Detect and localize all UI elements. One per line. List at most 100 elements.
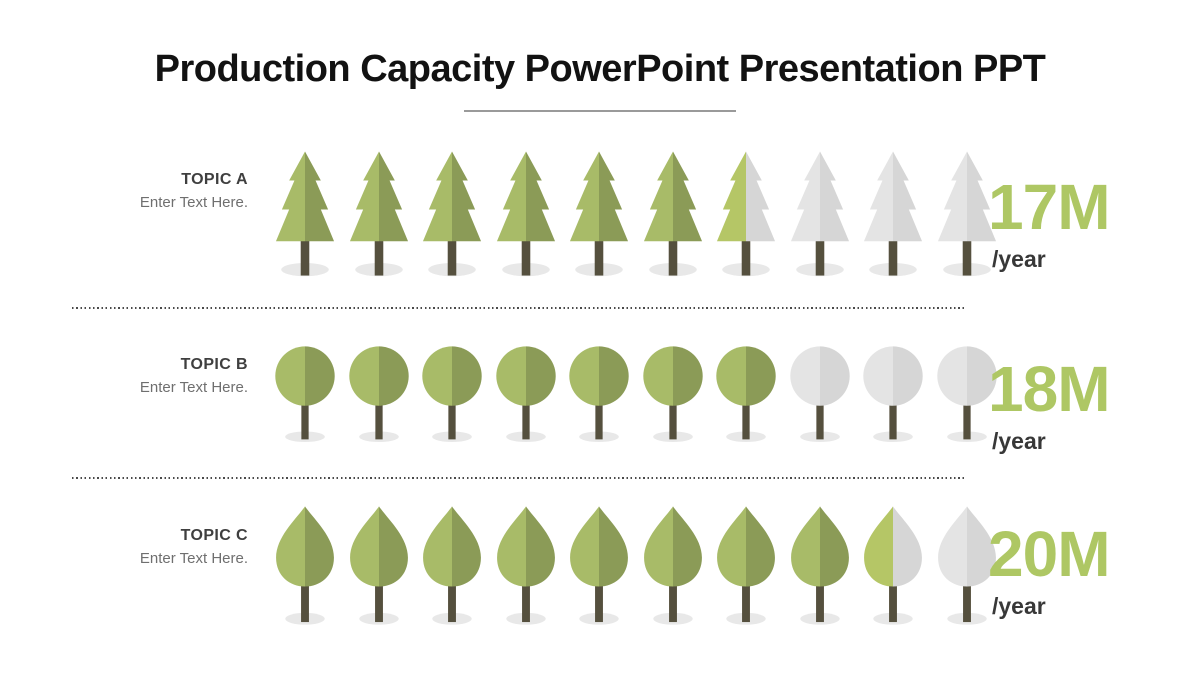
tree-trunk (669, 401, 677, 440)
canopy-left (496, 151, 526, 242)
canopy-left (422, 346, 453, 406)
canopy-right (893, 346, 924, 406)
canopy-left (717, 151, 747, 242)
round-tree-icon (790, 346, 850, 443)
leaf-tree-icon (937, 506, 996, 625)
canopy-left (937, 506, 967, 587)
canopy-right (305, 506, 334, 587)
pine-tree-icon (570, 151, 629, 277)
round-tree-icon (348, 346, 409, 443)
canopy-right (746, 151, 776, 242)
canopy-left (569, 346, 600, 406)
row-label-block: TOPIC B Enter Text Here. (0, 356, 248, 396)
canopy-left (717, 506, 747, 587)
tree-trunk (447, 234, 457, 276)
tree-trunk (962, 234, 972, 276)
canopy-left (496, 506, 526, 587)
canopy-left (864, 506, 894, 587)
round-tree-icon (495, 346, 556, 443)
tree-trunk (301, 401, 309, 440)
pictogram-round-trees (272, 345, 1000, 444)
canopy-right (452, 151, 482, 242)
round-tree-icon (643, 346, 703, 443)
value-unit: /year (992, 593, 1046, 619)
tree-trunk (374, 234, 383, 276)
round-tree-icon (863, 346, 924, 443)
canopy-right (525, 151, 555, 242)
pine-tree-icon (937, 151, 996, 277)
pine-tree-icon (349, 151, 408, 277)
tree-trunk (962, 582, 971, 623)
leaf-tree-icon (276, 506, 334, 625)
pine-tree-icon (790, 151, 849, 277)
topic-row-c: TOPIC C Enter Text Here. 20M /year (0, 478, 1200, 675)
pine-tree-icon (717, 151, 776, 277)
pine-tree-icon (423, 151, 482, 277)
tree-trunk (300, 234, 310, 276)
topic-label: TOPIC A (181, 171, 248, 188)
canopy-right (819, 151, 849, 242)
pictogram-leaf-trees (272, 505, 1000, 626)
canopy-right (746, 506, 776, 587)
canopy-right (966, 346, 997, 406)
canopy-right (378, 346, 409, 406)
canopy-left (790, 346, 820, 406)
canopy-right (305, 346, 335, 406)
canopy-right (599, 151, 629, 242)
topic-subtitle: Enter Text Here. (139, 379, 248, 396)
tree-trunk (742, 401, 750, 440)
canopy-left (790, 506, 820, 587)
tree-trunk (668, 234, 678, 276)
tree-trunk (374, 401, 383, 440)
canopy-right (819, 346, 850, 406)
leaf-tree-icon (864, 506, 923, 625)
tree-trunk (448, 582, 457, 623)
canopy-right (893, 506, 923, 587)
tree-trunk (668, 582, 677, 623)
canopy-left (348, 346, 379, 406)
canopy-right (672, 151, 702, 242)
canopy-right (525, 346, 556, 406)
canopy-right (893, 151, 923, 242)
canopy-left (863, 346, 894, 406)
canopy-left (276, 506, 305, 587)
leaf-tree-icon (423, 506, 482, 625)
canopy-left (937, 151, 967, 242)
row-label-block: TOPIC A Enter Text Here. (0, 171, 248, 211)
topic-row-a: TOPIC A Enter Text Here. 17M /year (0, 130, 1200, 308)
canopy-right (525, 506, 555, 587)
canopy-left (275, 346, 305, 406)
row-value-block: 18M /year (988, 357, 1110, 453)
row-value-block: 20M /year (988, 522, 1110, 618)
leaf-tree-icon (790, 506, 849, 625)
tree-trunk (522, 401, 530, 440)
round-tree-icon (569, 346, 629, 443)
tree-trunk (595, 401, 603, 440)
canopy-left (423, 506, 453, 587)
canopy-right (966, 151, 996, 242)
title-underline (464, 109, 736, 112)
topic-subtitle: Enter Text Here. (139, 194, 248, 211)
tree-trunk (595, 582, 604, 623)
tree-trunk (889, 401, 898, 440)
tree-trunk (815, 582, 824, 623)
canopy-left (349, 506, 379, 587)
pine-tree-icon (864, 151, 923, 277)
leaf-tree-icon (717, 506, 776, 625)
canopy-left (643, 346, 673, 406)
leaf-tree-icon (496, 506, 555, 625)
canopy-right (452, 506, 482, 587)
tree-trunk (742, 582, 751, 623)
pictogram-pine-trees (272, 150, 1000, 277)
round-tree-icon (422, 346, 482, 443)
leaf-tree-icon (349, 506, 408, 625)
dotted-divider (72, 477, 965, 479)
canopy-left (643, 506, 673, 587)
canopy-right (672, 346, 703, 406)
row-label-block: TOPIC C Enter Text Here. (0, 527, 248, 567)
value-number: 20M (988, 518, 1110, 590)
canopy-right (378, 151, 408, 242)
tree-trunk (741, 234, 751, 276)
pine-tree-icon (275, 151, 335, 277)
